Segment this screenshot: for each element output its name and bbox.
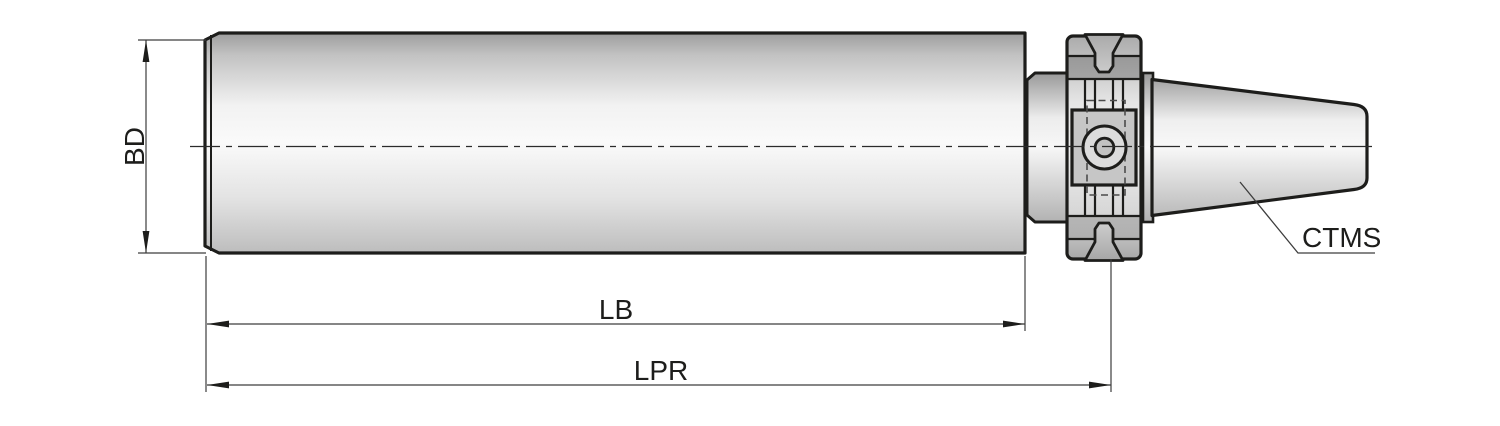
dimension-bd xyxy=(138,39,206,254)
dimension-lpr xyxy=(207,259,1112,392)
ctms-leader-line xyxy=(1239,181,1375,254)
dimension-lb xyxy=(207,256,1026,331)
flange-notch-bottom xyxy=(1083,221,1125,262)
lb-arrow-left-icon xyxy=(207,320,229,328)
flange-hole-inner xyxy=(1093,136,1116,159)
lpr-arrow-left-icon xyxy=(207,381,229,389)
leader-ctms xyxy=(1239,181,1375,254)
neck xyxy=(1025,71,1070,224)
bd-arrow-down-icon xyxy=(142,231,150,253)
lb-label: LB xyxy=(599,294,633,325)
v-flange xyxy=(1065,33,1143,262)
lpr-arrow-right-icon xyxy=(1089,381,1111,389)
flange-groove-lines xyxy=(1083,79,1125,216)
bd-label: BD xyxy=(119,127,150,166)
taper-shank xyxy=(1150,77,1369,218)
neck-outline xyxy=(1025,71,1070,224)
cylinder-outline xyxy=(203,31,1027,255)
lpr-label: LPR xyxy=(634,355,688,386)
lb-arrow-right-icon xyxy=(1003,320,1025,328)
ctms-label: CTMS xyxy=(1302,222,1381,253)
taper-outline xyxy=(1150,77,1369,218)
flange-notch-top xyxy=(1083,33,1125,74)
bd-arrow-up-icon xyxy=(142,40,150,62)
cylinder-body xyxy=(203,31,1027,255)
